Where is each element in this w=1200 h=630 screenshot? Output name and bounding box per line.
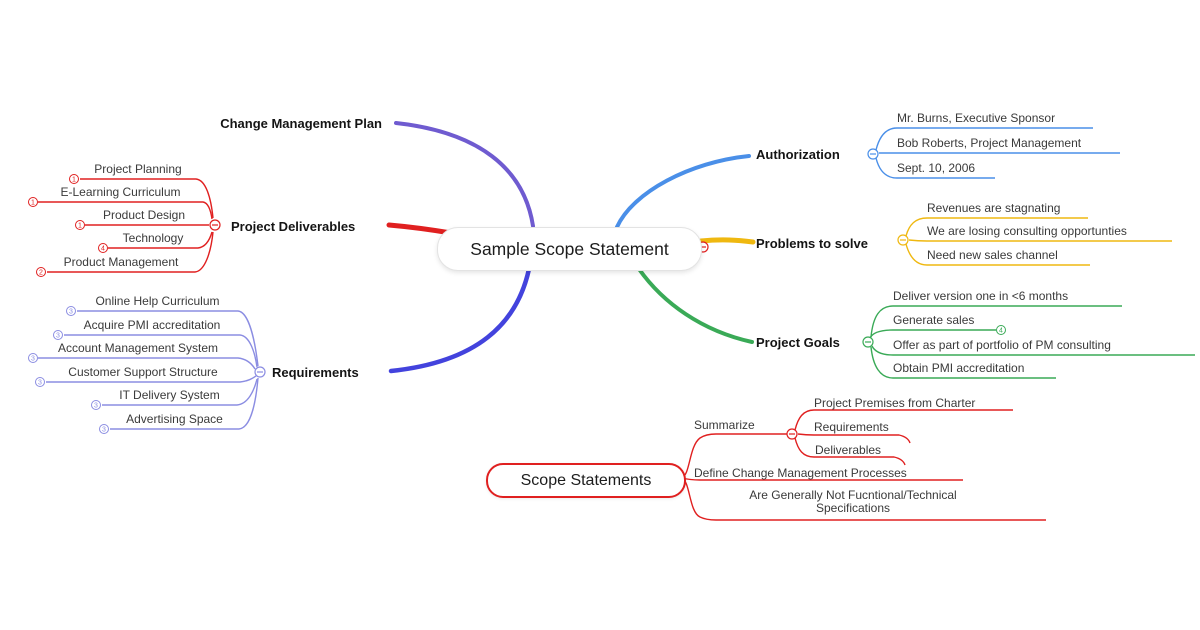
subtopic-not-functional-specs[interactable]: Are Generally Not Fucntional/Technical S…: [749, 488, 957, 515]
curve-authorization: [615, 154, 751, 229]
subtopic-technology[interactable]: Technology: [122, 231, 184, 245]
central-topic-label: Sample Scope Statement: [470, 238, 669, 259]
curve-change-management: [394, 121, 535, 228]
subtopic-scope-deliverables[interactable]: Deliverables: [815, 443, 882, 457]
subtopic-generate-sales[interactable]: Generate sales: [893, 313, 975, 327]
topic-problems-to-solve[interactable]: Problems to solve: [756, 236, 868, 251]
priority-badge-icon: 2: [36, 267, 46, 277]
svg-text:4: 4: [101, 246, 105, 253]
subtopic-account-management-system[interactable]: Account Management System: [57, 341, 219, 355]
subtopic-it-delivery-system[interactable]: IT Delivery System: [119, 388, 220, 402]
svg-text:1: 1: [31, 200, 35, 207]
subtopic-product-management[interactable]: Product Management: [63, 255, 179, 269]
scope-statements-label: Scope Statements: [520, 471, 652, 489]
topic-project-deliverables[interactable]: Project Deliverables: [231, 219, 356, 234]
authorization-child-lines: [875, 127, 1120, 179]
svg-text:1: 1: [72, 177, 76, 184]
subtopic-project-planning[interactable]: Project Planning: [94, 162, 182, 176]
goals-child-lines: [869, 305, 1195, 379]
subtopic-mr-burns[interactable]: Mr. Burns, Executive Sponsor: [897, 111, 1056, 125]
collapse-icon-summarize[interactable]: [786, 428, 798, 440]
problems-child-lines: [905, 217, 1172, 266]
priority-badge-generate-sales: 4: [996, 325, 1006, 335]
scope-statements-topic[interactable]: Scope Statements: [486, 463, 686, 498]
subtopic-product-design[interactable]: Product Design: [102, 208, 186, 222]
svg-text:3: 3: [94, 403, 98, 410]
topic-requirements[interactable]: Requirements: [272, 365, 359, 380]
subtopic-elearning-curriculum[interactable]: E-Learning Curriculum: [60, 185, 181, 199]
subtopic-customer-support-structure[interactable]: Customer Support Structure: [68, 365, 218, 379]
subtopic-acquire-pmi-accreditation[interactable]: Acquire PMI accreditation: [83, 318, 221, 332]
subtopic-obtain-pmi-accreditation[interactable]: Obtain PMI accreditation: [893, 361, 1025, 375]
deliverables-child-lines: [38, 178, 214, 273]
subtopic-deliver-version-one[interactable]: Deliver version one in <6 months: [893, 289, 1069, 303]
priority-badge-icon: 3: [28, 353, 38, 363]
subtopic-project-premises[interactable]: Project Premises from Charter: [814, 396, 976, 410]
curve-project-deliverables: [386, 222, 454, 236]
collapse-icon-goals[interactable]: [862, 336, 874, 348]
curve-project-goals: [637, 267, 754, 344]
subtopic-revenues-stagnating[interactable]: Revenues are stagnating: [927, 201, 1061, 215]
topic-change-management-plan[interactable]: Change Management Plan: [220, 116, 382, 131]
subtopic-bob-roberts[interactable]: Bob Roberts, Project Management: [897, 136, 1082, 150]
collapse-icon-deliverables[interactable]: [209, 219, 221, 231]
collapse-icon-problems[interactable]: [897, 234, 909, 246]
subtopic-need-sales-channel[interactable]: Need new sales channel: [927, 248, 1058, 262]
svg-text:3: 3: [38, 380, 42, 387]
priority-badge-icon: 3: [99, 424, 109, 434]
collapse-icon-requirements[interactable]: [254, 366, 266, 378]
curve-requirements: [388, 266, 532, 374]
priority-badge-icon: 3: [53, 330, 63, 340]
subtopic-losing-opportunities[interactable]: We are losing consulting opportunties: [927, 224, 1127, 238]
svg-text:3: 3: [102, 427, 106, 434]
collapse-icon-authorization[interactable]: [867, 148, 879, 160]
priority-badges-deliverables: 1 1 1 4 2: [28, 174, 108, 277]
curve-problems-to-solve: [698, 237, 756, 245]
subtopic-define-change-mgmt[interactable]: Define Change Management Processes: [694, 466, 907, 480]
subtopic-advertising-space[interactable]: Advertising Space: [126, 412, 223, 426]
subtopic-sept-10-2006[interactable]: Sept. 10, 2006: [897, 161, 976, 175]
subtopic-scope-requirements[interactable]: Requirements: [814, 420, 889, 434]
svg-text:4: 4: [999, 328, 1003, 335]
requirements-child-lines: [38, 310, 259, 430]
priority-badge-icon: 3: [91, 400, 101, 410]
priority-badge-icon: 4: [98, 243, 108, 253]
svg-text:1: 1: [78, 223, 82, 230]
subtopic-online-help-curriculum[interactable]: Online Help Curriculum: [95, 294, 220, 308]
scope-child-lines: [681, 409, 1046, 521]
priority-badge-icon: 1: [75, 220, 85, 230]
priority-badge-icon: 1: [28, 197, 38, 207]
svg-text:3: 3: [56, 333, 60, 340]
topic-project-goals[interactable]: Project Goals: [756, 335, 840, 350]
priority-badge-icon: 4: [996, 325, 1006, 335]
priority-badge-icon: 3: [35, 377, 45, 387]
priority-badge-icon: 3: [66, 306, 76, 316]
subtopic-summarize[interactable]: Summarize: [694, 418, 755, 432]
svg-text:3: 3: [69, 309, 73, 316]
svg-text:2: 2: [39, 270, 43, 277]
topic-authorization[interactable]: Authorization: [756, 147, 840, 162]
svg-text:3: 3: [31, 356, 35, 363]
priority-badges-requirements: 3 3 3 3 3 3: [28, 306, 109, 434]
central-topic[interactable]: Sample Scope Statement: [437, 227, 702, 271]
subtopic-offer-pm-consulting[interactable]: Offer as part of portfolio of PM consult…: [893, 338, 1111, 352]
priority-badge-icon: 1: [69, 174, 79, 184]
